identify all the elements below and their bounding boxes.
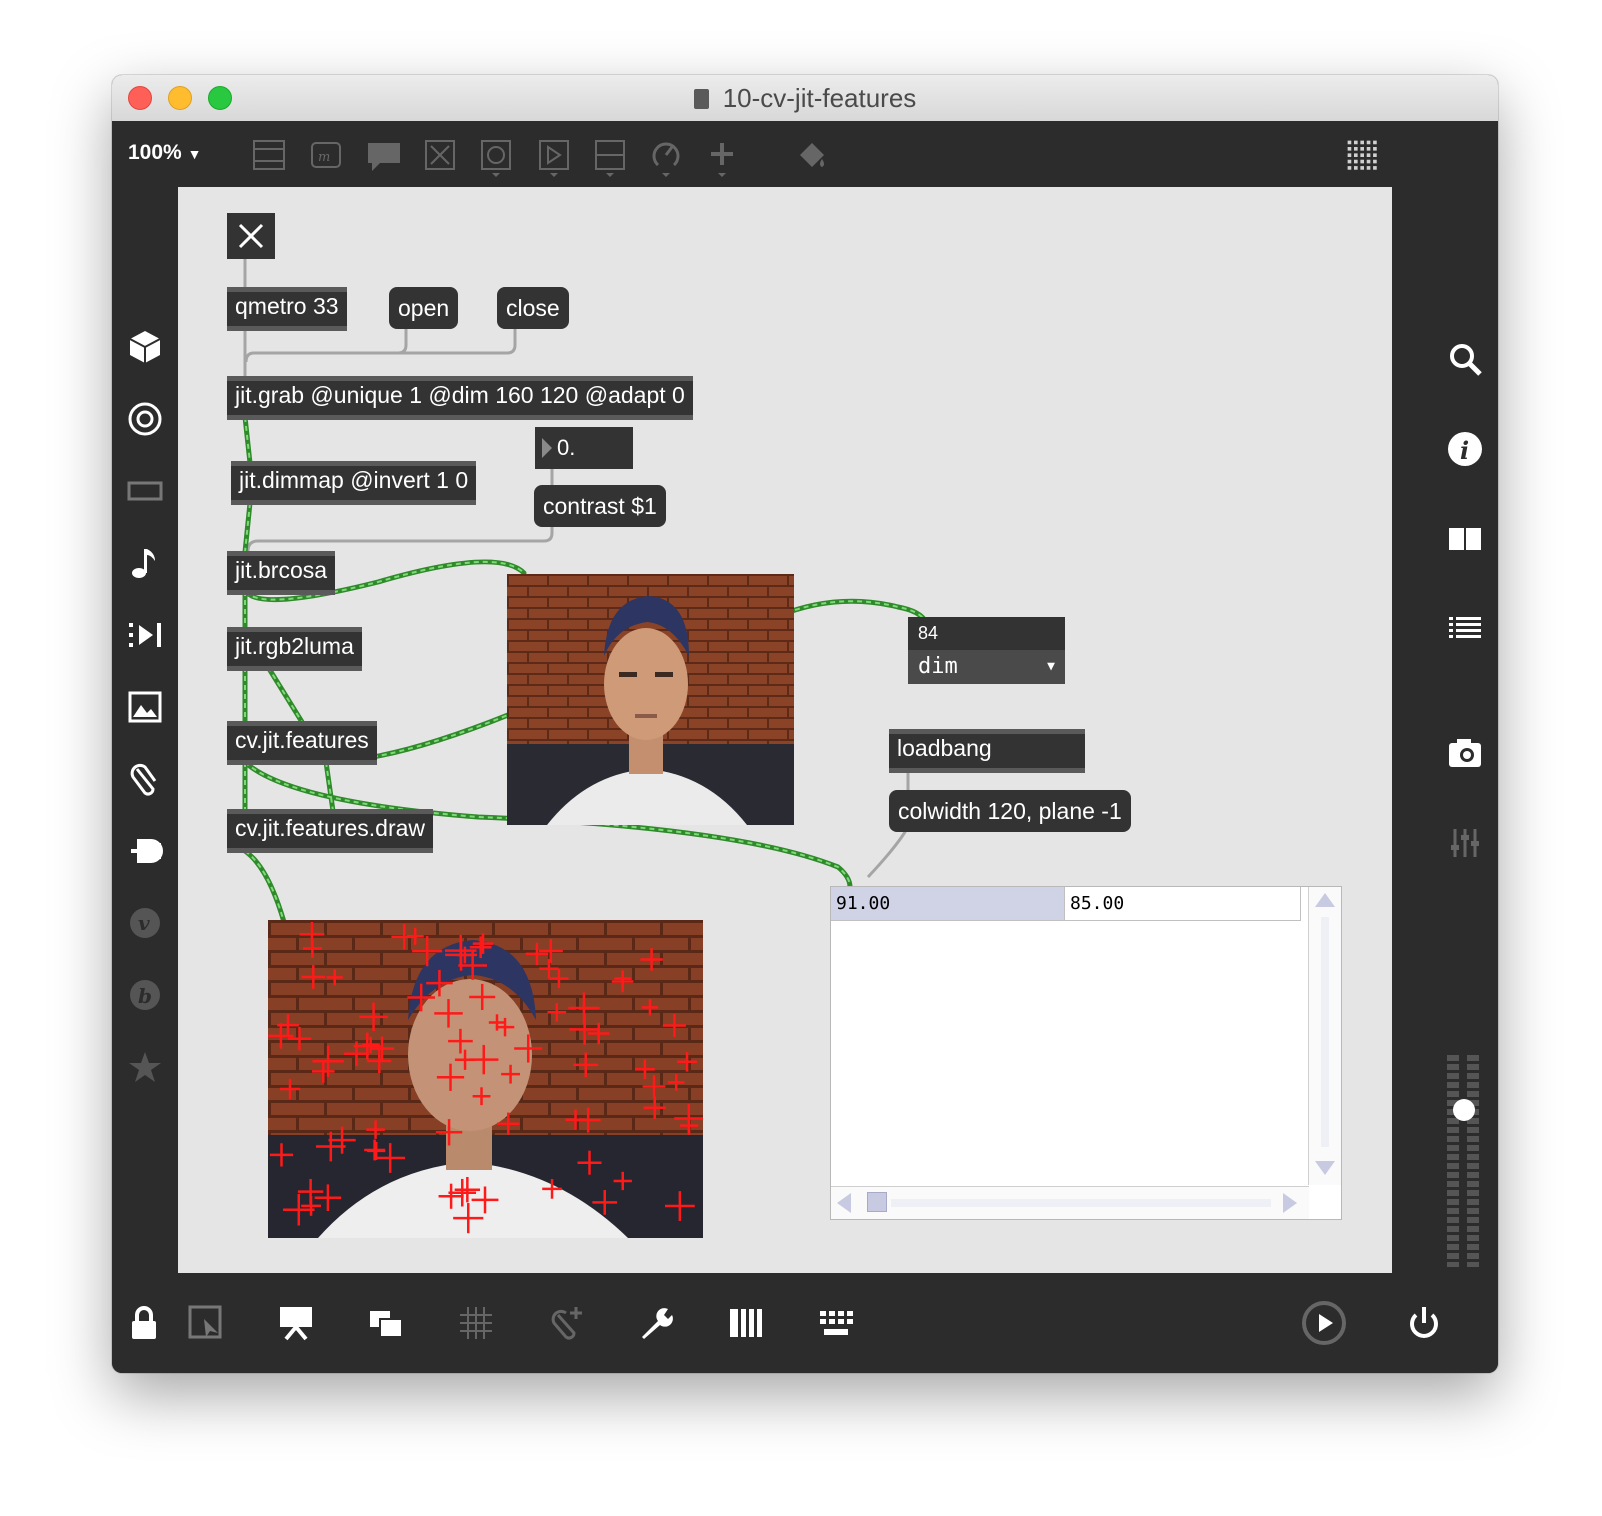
film-icon[interactable] [125, 471, 165, 511]
title-bar: 10-cv-jit-features [112, 75, 1498, 122]
cv-jit-features-draw-object[interactable]: cv.jit.features.draw [227, 809, 434, 853]
video-icon[interactable] [125, 615, 165, 655]
plug-icon[interactable] [125, 831, 165, 871]
cv-jit-features-object[interactable]: cv.jit.features [227, 721, 377, 765]
camera-icon[interactable] [1445, 733, 1485, 773]
b-icon[interactable]: b [125, 975, 165, 1015]
patch-cords [242, 257, 929, 925]
v-icon[interactable]: v [125, 903, 165, 943]
book-icon[interactable] [1445, 519, 1485, 559]
zoom-dropdown[interactable]: 100% ▼ [128, 141, 201, 165]
table-cell[interactable]: 85.00 [1065, 887, 1301, 921]
toggle-on[interactable] [227, 213, 275, 259]
contrast-message[interactable]: contrast $1 [534, 485, 666, 527]
music-note-icon[interactable] [125, 543, 165, 583]
svg-text:b: b [138, 984, 152, 1008]
minimize-window-button[interactable] [168, 86, 192, 110]
svg-text:i: i [1460, 436, 1469, 465]
info-icon[interactable]: i [1445, 429, 1485, 469]
wrench-icon[interactable] [636, 1303, 676, 1343]
cube-icon[interactable] [125, 327, 165, 367]
feature-count-number[interactable]: 84 [908, 617, 1065, 650]
colwidth-message[interactable]: colwidth 120, plane -1 [889, 790, 1131, 832]
camera-frame-image [507, 574, 794, 825]
lock-icon[interactable] [124, 1303, 164, 1343]
paperclip-icon[interactable] [125, 759, 165, 799]
comment-icon[interactable] [364, 135, 404, 179]
patcher-canvas[interactable]: qmetro 33 open close jit.grab @unique 1 … [178, 187, 1392, 1273]
image-icon[interactable] [125, 687, 165, 727]
volume-slider[interactable] [1445, 1055, 1485, 1267]
window-title-text: 10-cv-jit-features [722, 83, 917, 113]
loadbang-object[interactable]: loadbang [889, 729, 1085, 773]
keypad-icon[interactable] [816, 1303, 856, 1343]
zoom-level: 100% [128, 141, 182, 164]
jit-brcosa-object[interactable]: jit.brcosa [227, 551, 336, 595]
attach-icon[interactable] [546, 1303, 586, 1343]
add-icon[interactable] [702, 135, 742, 179]
zoom-window-button[interactable] [208, 86, 232, 110]
paint-bucket-icon[interactable] [792, 135, 832, 179]
right-sidebar: i [1432, 187, 1498, 1273]
number-arrow-icon [542, 438, 552, 458]
svg-text:m: m [318, 150, 330, 165]
scroll-thumb[interactable] [867, 1192, 887, 1212]
scroll-down-icon[interactable] [1315, 1161, 1335, 1175]
features-frame-image [268, 920, 703, 1238]
number-icon[interactable] [534, 135, 574, 179]
toggle-icon[interactable] [420, 135, 460, 179]
keyboard-icon[interactable] [726, 1303, 766, 1343]
contrast-value: 0. [557, 435, 576, 460]
presentation-icon[interactable] [276, 1303, 316, 1343]
target-icon[interactable] [125, 399, 165, 439]
dial-icon[interactable] [646, 135, 686, 179]
grid-dots-icon[interactable] [1344, 135, 1384, 179]
scroll-right-icon[interactable] [1283, 1193, 1297, 1213]
vertical-scrollbar[interactable] [1308, 887, 1341, 1185]
top-toolbar: 100% ▼ m [112, 121, 1498, 187]
list-icon[interactable] [1445, 609, 1485, 649]
play-icon[interactable] [1300, 1299, 1348, 1347]
patcher-window: 10-cv-jit-features 100% ▼ m v b i [112, 75, 1498, 1373]
grid-icon[interactable] [456, 1303, 496, 1343]
jit-dimmap-object[interactable]: jit.dimmap @invert 1 0 [231, 461, 477, 505]
close-message[interactable]: close [497, 287, 569, 329]
document-icon [693, 89, 709, 109]
windows-icon[interactable] [366, 1303, 406, 1343]
select-icon[interactable] [186, 1303, 226, 1343]
table-cell[interactable]: 91.00 [831, 887, 1065, 921]
features-output-window[interactable] [268, 920, 703, 1238]
scroll-left-icon[interactable] [837, 1193, 851, 1213]
chevron-down-icon: ▼ [1047, 659, 1055, 674]
chevron-down-icon: ▼ [187, 146, 202, 162]
cellblock-table[interactable]: 91.00 85.00 [830, 886, 1342, 1220]
star-icon[interactable] [125, 1047, 165, 1087]
window-title: 10-cv-jit-features [112, 83, 1498, 114]
svg-text:v: v [138, 911, 150, 935]
volume-knob[interactable] [1453, 1099, 1475, 1121]
feature-markers [268, 922, 703, 1234]
camera-preview-window[interactable] [507, 574, 794, 825]
contrast-number[interactable]: 0. [535, 427, 633, 469]
close-icon [238, 223, 264, 249]
qmetro-object[interactable]: qmetro 33 [227, 287, 347, 331]
power-icon[interactable] [1404, 1303, 1444, 1343]
bottom-toolbar [112, 1273, 1498, 1373]
jit-grab-object[interactable]: jit.grab @unique 1 @dim 160 120 @adapt 0 [227, 376, 693, 420]
newobject-icon[interactable] [248, 135, 288, 179]
left-sidebar: v b [112, 187, 178, 1273]
open-message[interactable]: open [389, 287, 459, 329]
button-icon[interactable] [476, 135, 516, 179]
close-window-button[interactable] [128, 86, 152, 110]
mixer-icon[interactable] [1445, 823, 1485, 863]
dim-menu-label: dim [918, 654, 958, 679]
message-icon[interactable]: m [306, 135, 346, 179]
dim-menu[interactable]: dim ▼ [908, 650, 1065, 684]
search-icon[interactable] [1445, 339, 1485, 379]
slider-icon[interactable] [590, 135, 630, 179]
horizontal-scrollbar[interactable] [831, 1186, 1309, 1219]
scroll-up-icon[interactable] [1315, 893, 1335, 907]
jit-rgb2luma-object[interactable]: jit.rgb2luma [227, 627, 362, 671]
